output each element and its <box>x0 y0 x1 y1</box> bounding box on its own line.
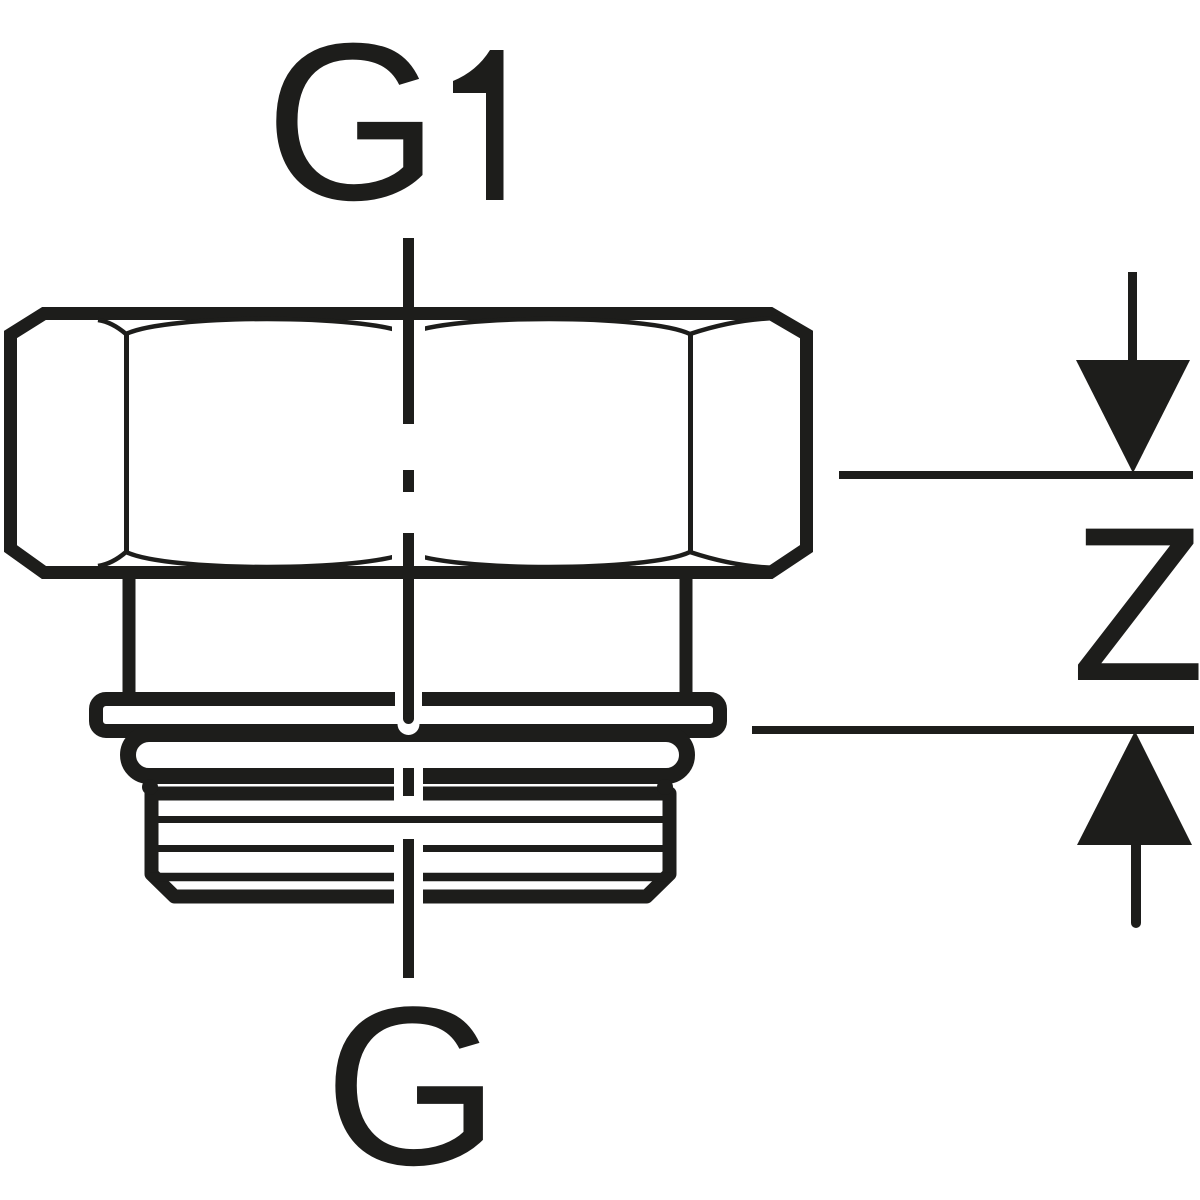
svg-text:G: G <box>265 0 439 247</box>
svg-text:G: G <box>324 959 500 1200</box>
svg-text:Z: Z <box>1071 481 1200 727</box>
